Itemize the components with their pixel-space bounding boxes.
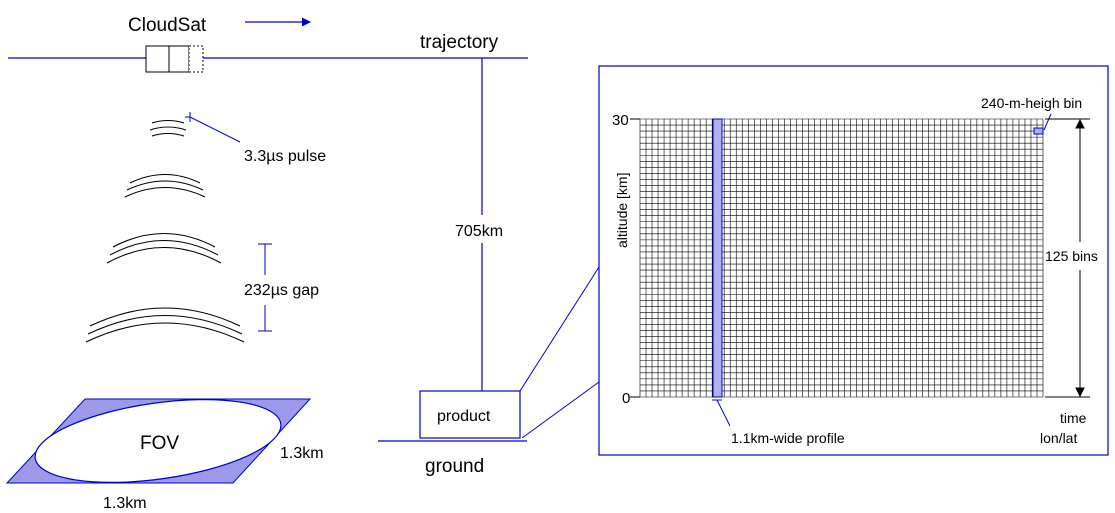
radar-pulse-arcs: [85, 119, 245, 343]
bin-label: 240-m-heigh bin: [981, 95, 1082, 111]
pulse-arc: [112, 233, 216, 248]
profile-connector: [712, 399, 731, 427]
pulse-arc: [126, 180, 204, 191]
pulse-arc: [89, 307, 241, 327]
y-axis-ticks: [630, 118, 640, 398]
pulse-arc: [151, 132, 185, 137]
x-axis-label-time: time: [1060, 410, 1087, 426]
product-box: [419, 390, 521, 439]
trajectory-label: trajectory: [420, 32, 499, 53]
zoom-line-top: [519, 266, 600, 392]
x-axis-label-lonlat: lon/lat: [1040, 430, 1077, 446]
product-panel: [598, 65, 1109, 456]
footprint-bottom-label: 1.3km: [103, 495, 147, 512]
pulse-arc: [151, 119, 185, 124]
altitude-label: 705km: [455, 223, 503, 240]
fov-label: FOV: [140, 433, 179, 454]
pulse-arc: [87, 315, 243, 335]
bins-dimension: [1045, 118, 1090, 398]
product-label: product: [437, 408, 491, 425]
bin-grid: [639, 118, 1044, 398]
bins-label: 125 bins: [1045, 248, 1098, 264]
pulse-arc: [129, 174, 201, 184]
ground-label: ground: [425, 456, 484, 477]
highlighted-bin: [1033, 127, 1044, 135]
profile-column: [712, 118, 723, 398]
pulse-label: 3.3µs pulse: [244, 148, 326, 165]
footprint-side-label: 1.3km: [280, 445, 324, 462]
altitude-label-bg: [450, 215, 515, 243]
zoom-line-bottom: [521, 381, 600, 439]
gap-marker: [258, 243, 272, 332]
pulse-arc: [149, 126, 187, 131]
profile-label: 1.1km-wide profile: [731, 430, 845, 446]
pulse-arc: [106, 246, 222, 264]
pulse-marker: [185, 112, 241, 143]
y-axis-label: altitude [km]: [614, 173, 630, 248]
y-tick-bottom: 0: [622, 390, 630, 407]
pulse-arc: [109, 240, 219, 256]
gap-label: 232µs gap: [244, 282, 319, 299]
satellite-name: CloudSat: [128, 15, 207, 36]
fov-ellipse: [34, 399, 282, 483]
pulse-arc: [124, 186, 206, 198]
bin-connector: [1043, 113, 1052, 131]
pulse-arc: [85, 322, 245, 343]
satellite-icon: [145, 45, 204, 73]
y-tick-top: 30: [612, 112, 629, 129]
